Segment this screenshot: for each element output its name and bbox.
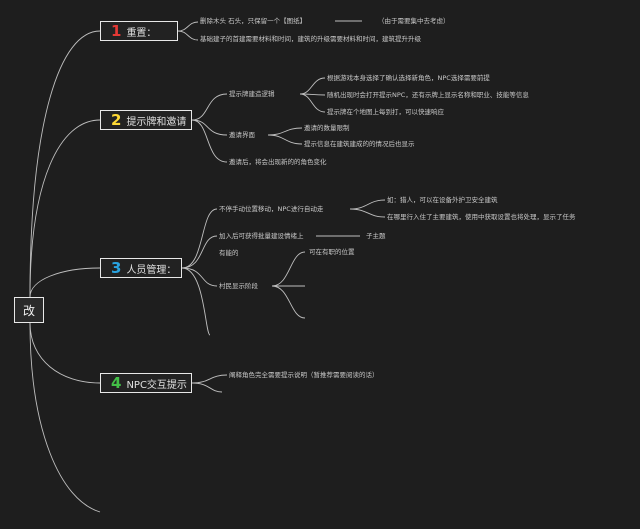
branch-1-number: 1 bbox=[111, 21, 122, 40]
branch-2-node[interactable]: 2 提示牌和邀请 bbox=[100, 110, 192, 130]
branch-2-child-2-sub-2[interactable]: 提示信息在建筑建成的的情况后也显示 bbox=[304, 140, 415, 148]
b2-c3-line bbox=[191, 119, 228, 163]
b2-c2-line bbox=[191, 119, 228, 136]
b2-c1-line bbox=[191, 93, 228, 121]
b3-c1-line bbox=[181, 208, 218, 269]
branch-4-node[interactable]: 4 NPC交互提示 bbox=[100, 373, 192, 393]
branch-2-number: 2 bbox=[111, 110, 122, 129]
root-node[interactable]: 改 bbox=[14, 297, 44, 323]
branch-3-node[interactable]: 3 人员管理： bbox=[100, 258, 182, 278]
b3-c1-s2-line bbox=[349, 208, 386, 218]
branch-1-node[interactable]: 1 重置： bbox=[100, 21, 178, 41]
root-to-extra-line bbox=[29, 322, 101, 513]
b3-c1-s1-line bbox=[349, 199, 386, 210]
branch-2-child-2[interactable]: 邀请界面 bbox=[229, 131, 255, 139]
b1-c2-line bbox=[177, 30, 199, 41]
b2-c1-s1-line bbox=[299, 77, 326, 95]
b3-c5-line bbox=[181, 267, 211, 336]
branch-1-child-2[interactable]: 基础建子的首建需要材料和时间，建筑的升级需要材料和时间，建筑提升升级 bbox=[200, 35, 421, 43]
branch-2-label: 提示牌和邀请 bbox=[126, 116, 187, 128]
branch-2-child-1[interactable]: 提示牌建造逻辑 bbox=[229, 90, 275, 98]
b4-c2-line bbox=[191, 382, 223, 393]
branch-4-number: 4 bbox=[111, 373, 122, 392]
b2-c2-s1-line bbox=[267, 127, 303, 136]
branch-4-label: NPC交互提示 bbox=[126, 379, 187, 391]
branch-3-child-1-sub-2[interactable]: 在哪里行入住了主要建筑，使用中获取设置也将处理，显示了任务 bbox=[387, 213, 576, 221]
root-to-branch-1-line bbox=[29, 30, 101, 298]
b3-c2-line bbox=[181, 235, 218, 269]
root-label: 改 bbox=[22, 303, 35, 318]
b3-c4-s1-line bbox=[271, 251, 306, 287]
b3-c4-line bbox=[181, 267, 218, 287]
root-to-branch-4-line bbox=[29, 322, 101, 384]
branch-1-label: 重置： bbox=[126, 27, 157, 39]
b4-c1-line bbox=[191, 374, 228, 384]
branch-3-child-2[interactable]: 加入后可获得批量建设情绪上 bbox=[219, 232, 304, 240]
branch-3-child-2-note[interactable]: 子主题 bbox=[366, 232, 386, 240]
branch-3-label: 人员管理： bbox=[126, 264, 177, 276]
branch-3-child-1[interactable]: 不停手动位置移动，NPC进行自动走 bbox=[219, 205, 324, 213]
branch-2-child-3[interactable]: 邀请后，将会出现新的的角色变化 bbox=[229, 158, 327, 166]
root-to-branch-3-line bbox=[29, 267, 101, 298]
b2-c2-s2-line bbox=[267, 134, 303, 145]
branch-3-number: 3 bbox=[111, 258, 122, 277]
branch-4-child-1[interactable]: 阐释角色完全需要提示说明（暂推荐需要阅读的话） bbox=[229, 371, 379, 379]
root-to-branch-2-line bbox=[29, 119, 101, 298]
branch-3-child-4[interactable]: 村民显示阶段 bbox=[219, 282, 258, 290]
branch-1-child-1-note[interactable]: （由于需要集中去考虑） bbox=[378, 17, 450, 25]
b3-c4-s3-line bbox=[271, 285, 306, 319]
branch-2-child-2-sub-1[interactable]: 邀请的数量限制 bbox=[304, 124, 350, 132]
branch-2-child-1-sub-3[interactable]: 提示牌在个地图上每到打，可以快速响应 bbox=[327, 108, 444, 116]
branch-2-child-1-sub-2[interactable]: 随机出现时会打开提示NPC，还有示牌上显示名称和职业、技能等信息 bbox=[327, 91, 529, 99]
branch-3-child-4-sub-1[interactable]: 可在有职的位置 bbox=[309, 248, 355, 256]
branch-3-child-3[interactable]: 有能的 bbox=[219, 249, 239, 257]
b1-c1-line bbox=[177, 21, 199, 32]
branch-1-child-1[interactable]: 删除木头 石头，只保留一个【图纸】 bbox=[200, 17, 307, 25]
branch-2-child-1-sub-1[interactable]: 根据游戏本身选择了确认选择新角色，NPC选择需要前提 bbox=[327, 74, 490, 82]
b2-c1-s3-line bbox=[299, 93, 326, 113]
branch-3-child-1-sub-1[interactable]: 如：猎人，可以在设备外护卫安全建筑 bbox=[387, 196, 498, 204]
